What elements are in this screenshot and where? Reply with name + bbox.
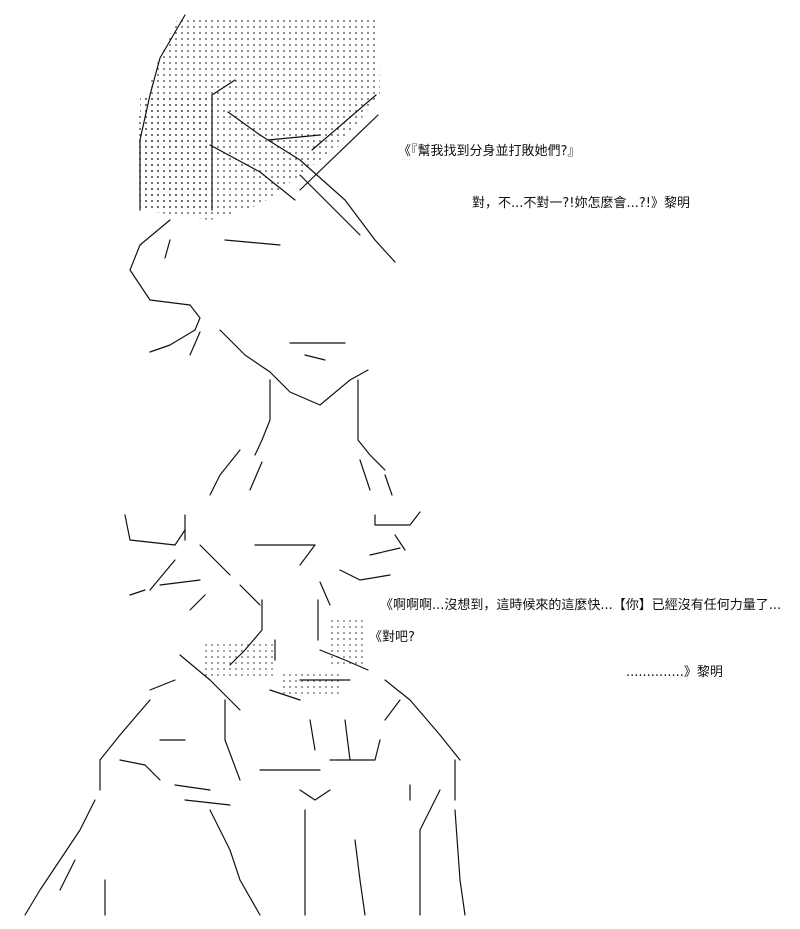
- dialogue-line-1: 《『幫我找到分身並打敗她們?』: [398, 144, 581, 159]
- dotted-accents: [205, 620, 365, 698]
- dialogue-line-2: 對，不...不對一?!妳怎麼會...?!》黎明: [472, 196, 691, 211]
- hair-shape: [138, 18, 380, 220]
- dialogue-line-5: ..............》黎明: [626, 665, 723, 680]
- dialogue-line-4: 《對吧?: [369, 630, 415, 645]
- dialogue-line-3: 《啊啊啊...沒想到，這時候來的這麼快...【你】已經沒有任何力量了...: [380, 598, 782, 613]
